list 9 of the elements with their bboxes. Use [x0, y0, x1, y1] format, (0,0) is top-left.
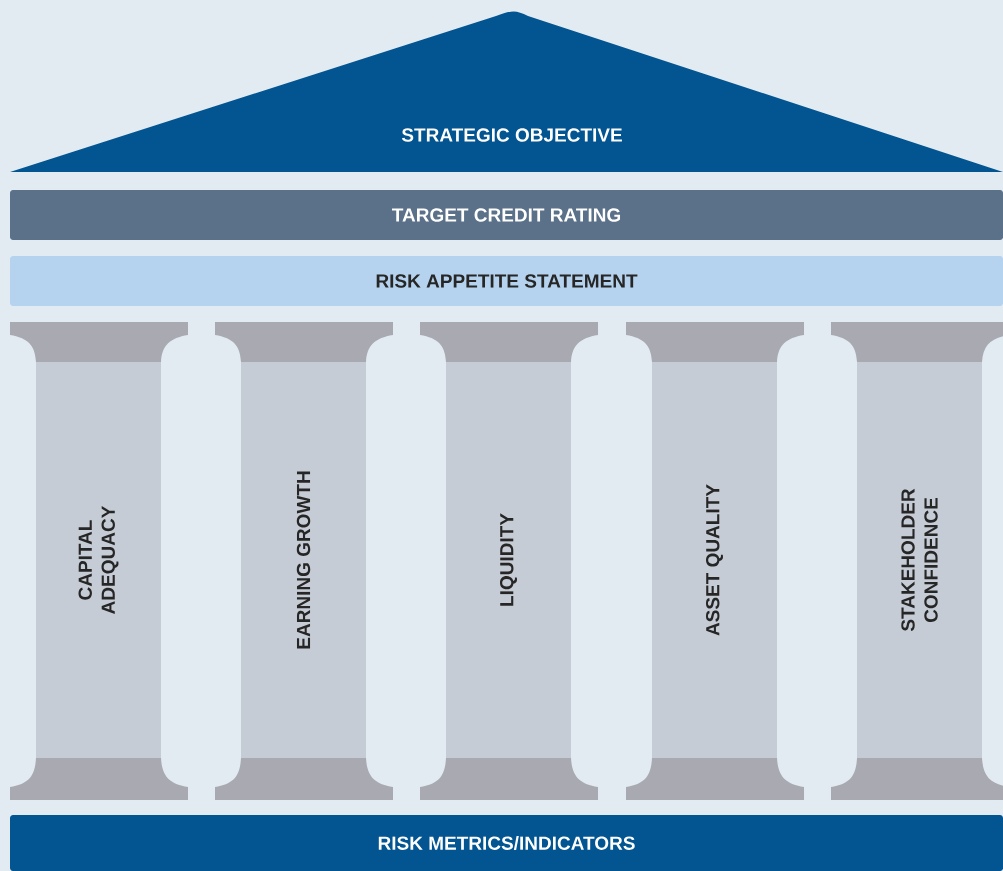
pillar: CAPITAL ADEQUACY	[10, 322, 188, 800]
pillar: LIQUIDITY	[420, 322, 598, 800]
pillar: ASSET QUALITY	[626, 322, 804, 800]
rating-band: TARGET CREDIT RATING	[10, 190, 1003, 240]
roof-triangle: STRATEGIC OBJECTIVE	[10, 11, 1003, 172]
pillar: STAKEHOLDER CONFIDENCE	[831, 322, 1003, 800]
pillar: EARNING GROWTH	[215, 322, 393, 800]
base-band: RISK METRICS/INDICATORS	[10, 815, 1003, 871]
statement-band: RISK APPETITE STATEMENT	[10, 256, 1003, 306]
